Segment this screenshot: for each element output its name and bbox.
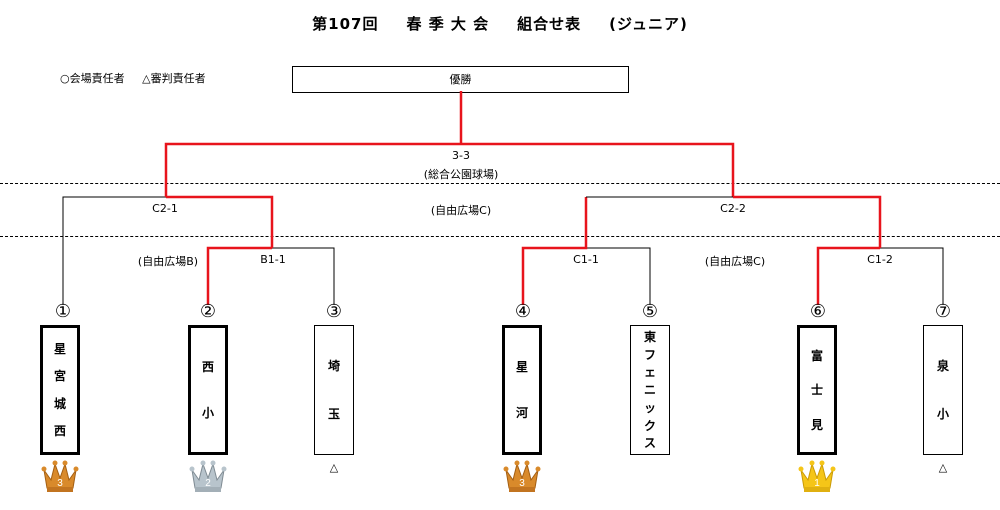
b1-venue-label: (自由広場B) — [137, 255, 199, 268]
team-2-char: 小 — [201, 406, 214, 420]
event-number: 第107回 — [312, 15, 379, 33]
table-name: 組合せ表 — [517, 15, 582, 33]
team-number-4: ④ — [514, 301, 532, 322]
legend-referee: △審判責任者 — [142, 72, 206, 85]
team-4-char: 星 — [515, 360, 528, 374]
gold-crown-icon: 1 — [798, 460, 836, 492]
silver-crown-icon: 2 — [189, 460, 227, 492]
winner-final — [164, 142, 735, 197]
team-6-char: 見 — [810, 417, 823, 432]
legend: ○会場責任者 △審判責任者 — [60, 70, 220, 86]
line-team3 — [272, 247, 335, 305]
c2-1-label: C2-1 — [152, 202, 178, 215]
team-number-5: ⑤ — [641, 301, 659, 322]
referee-mark-7: △ — [938, 461, 948, 474]
team-box-3: 埼 玉 — [314, 325, 354, 455]
team-3-char: 玉 — [327, 406, 340, 421]
final-match-label: 3-3 — [452, 149, 470, 162]
divider-top — [0, 183, 1000, 184]
team-7-char: 小 — [936, 406, 949, 421]
team-box-7: 泉 小 — [923, 325, 963, 455]
team-box-1: 星 宮 城 西 — [40, 325, 80, 455]
c1-venue-label: (自由広場C) — [704, 255, 766, 268]
line-team5 — [586, 247, 651, 305]
team-5-char: 東 — [643, 329, 656, 344]
team-6-char: 富 — [810, 348, 823, 363]
winner-c1-2 — [816, 246, 880, 305]
c1-2-label: C1-2 — [867, 253, 893, 266]
team-box-2: 西 小 — [188, 325, 228, 455]
legend-venue: ○会場責任者 — [60, 72, 125, 85]
team-box-4: 星 河 — [502, 325, 542, 455]
c1-1-label: C1-1 — [573, 253, 599, 266]
team-1-char: 城 — [53, 396, 66, 411]
line-team1 — [62, 196, 166, 305]
team-5-char: フ — [643, 347, 656, 362]
bronze-crown-icon: 3 — [41, 460, 79, 492]
c2-venue-label: (自由広場C) — [430, 204, 492, 217]
bronze-crown-icon: 3 — [503, 460, 541, 492]
c2-2-label: C2-2 — [720, 202, 746, 215]
line-team7 — [880, 247, 944, 305]
team-number-7: ⑦ — [934, 301, 952, 322]
referee-mark-3: △ — [329, 461, 339, 474]
team-box-6: 富 士 見 — [797, 325, 837, 455]
bracket-lines-winner — [164, 91, 882, 305]
winner-b1-1 — [206, 246, 272, 305]
medal-rank-1: 3 — [57, 478, 63, 489]
winner-c1-1 — [521, 197, 588, 305]
season-name: 春 季 大 会 — [406, 15, 490, 33]
team-number-6: ⑥ — [809, 301, 827, 322]
team-6-char: 士 — [810, 383, 823, 397]
team-3-char: 埼 — [327, 359, 340, 374]
division-name: (ジュニア) — [609, 15, 688, 33]
team-2-char: 西 — [201, 360, 214, 374]
team-5-char: ク — [643, 418, 656, 433]
medal-rank-2: 2 — [205, 478, 211, 489]
team-5-char: ス — [643, 436, 656, 451]
team-number-1: ① — [54, 301, 72, 322]
team-number-3: ③ — [325, 301, 343, 322]
team-1-char: 西 — [53, 424, 66, 439]
team-4-char: 河 — [515, 406, 528, 420]
team-box-5: 東 フ ェ ニ ッ ク ス — [630, 325, 670, 455]
medal-rank-4: 3 — [519, 478, 525, 489]
winner-c2-2-right — [733, 195, 882, 248]
winner-c2-1 — [166, 195, 274, 248]
final-venue-label: (総合公園球場) — [423, 168, 499, 181]
team-1-char: 宮 — [53, 369, 66, 384]
medal-rank-6: 1 — [814, 478, 820, 489]
b1-1-label: B1-1 — [260, 253, 286, 266]
team-5-char: ェ — [643, 365, 656, 380]
divider-bottom — [0, 236, 1000, 237]
team-7-char: 泉 — [936, 359, 949, 374]
team-1-char: 星 — [53, 341, 66, 356]
team-5-char: ッ — [643, 400, 656, 415]
team-number-2: ② — [199, 301, 217, 322]
team-5-char: ニ — [643, 383, 656, 397]
page-title: 第107回 春 季 大 会 組合せ表 (ジュニア) — [0, 13, 1000, 34]
bracket-lines-black — [62, 196, 944, 305]
